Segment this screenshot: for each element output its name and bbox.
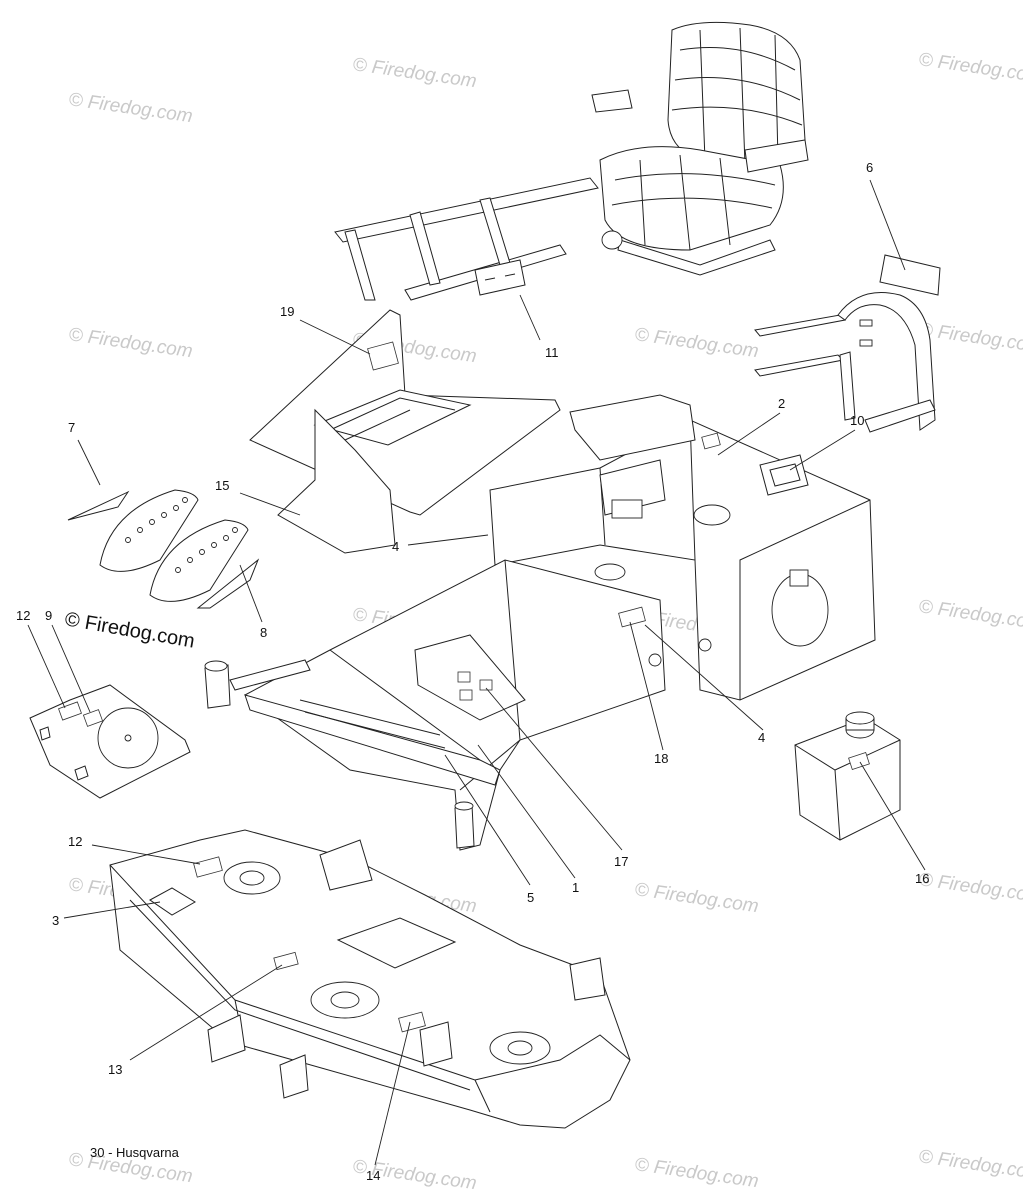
callout-10: 10 (850, 413, 864, 428)
watermark: © Firedog.com (633, 879, 760, 917)
footer-text: 30 - Husqvarna (90, 1145, 180, 1160)
callout-1: 1 (572, 880, 579, 895)
watermark: © Firedog.com (917, 1146, 1023, 1184)
callout-6: 6 (866, 160, 873, 175)
seat-bracket-icon (334, 177, 599, 301)
callout-12-deck: 12 (68, 834, 82, 849)
watermark: © Firedog.com (67, 89, 194, 127)
callout-18: 18 (654, 751, 668, 766)
foot-plate (29, 684, 191, 799)
callout-8: 8 (260, 625, 267, 640)
callout-4-right: 4 (758, 730, 765, 745)
seat-icon (591, 21, 809, 276)
callout-19: 19 (280, 304, 294, 319)
watermark: © Firedog.com (67, 324, 194, 362)
callout-16: 16 (915, 871, 929, 886)
watermark: © Firedog.com (917, 49, 1023, 87)
rear-bracket (754, 254, 941, 433)
watermark: © Firedog.com (917, 319, 1023, 357)
callout-15: 15 (215, 478, 229, 493)
label-piece-10 (759, 454, 809, 496)
watermark: © Firedog.com (633, 324, 760, 362)
fuel-tank-icon (794, 711, 901, 841)
callout-3: 3 (52, 913, 59, 928)
callout-5: 5 (527, 890, 534, 905)
fender-plates (67, 489, 260, 609)
floor-pan (249, 309, 561, 554)
watermark: © Firedog.com (633, 1154, 760, 1192)
callout-7: 7 (68, 420, 75, 435)
callout-2: 2 (778, 396, 785, 411)
callout-11: 11 (545, 345, 559, 360)
leader-lines (27, 179, 926, 1166)
callout-12-top: 12 (16, 608, 30, 623)
callout-17: 17 (614, 854, 628, 869)
watermark: © Firedog.com (917, 596, 1023, 634)
callout-4-top: 4 (392, 539, 399, 554)
mower-deck-icon (109, 829, 631, 1129)
callout-13: 13 (108, 1062, 122, 1077)
watermark: © Firedog.com (351, 54, 478, 92)
callouts: 19 11 6 7 15 4 8 2 10 4 18 12 9 17 1 5 1… (16, 160, 929, 1183)
watermark: © Firedog.com (917, 869, 1023, 907)
callout-9: 9 (45, 608, 52, 623)
callout-14: 14 (366, 1168, 380, 1183)
watermark-main: © Firedog.com (63, 608, 196, 652)
fender-holes (125, 497, 238, 573)
